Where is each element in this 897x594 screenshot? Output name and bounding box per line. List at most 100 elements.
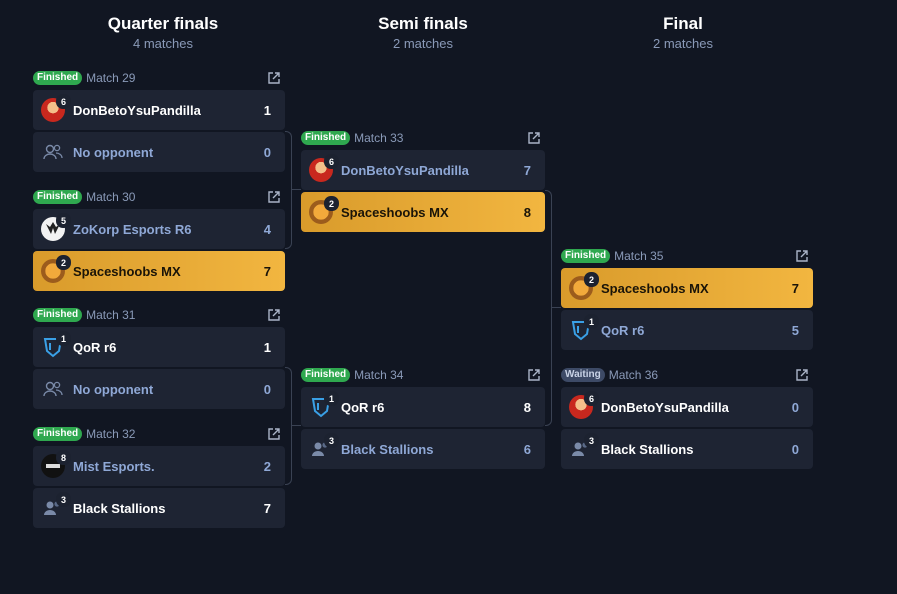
team-name: QoR r6 [601, 322, 645, 338]
column-header-semi-finals: Semi finals 2 matches [293, 14, 553, 51]
team-score: 7 [263, 263, 271, 279]
column-subtitle: 2 matches [653, 36, 713, 51]
team-logo: 5 [41, 213, 71, 241]
team-score: 8 [523, 399, 531, 415]
team-name: DonBetoYsuPandilla [341, 162, 469, 178]
seed-badge: 3 [584, 433, 599, 448]
team-name: Spaceshoobs MX [73, 263, 181, 279]
status-badge: Finished [33, 427, 83, 441]
bracket-connector [291, 189, 301, 190]
team-logo: 6 [309, 154, 339, 182]
match-card-33[interactable]: Finished Match 33 6 DonBetoYsuPandilla 7… [301, 128, 545, 232]
seed-badge: 3 [56, 492, 71, 507]
status-badge: Finished [33, 308, 83, 322]
status-badge: Finished [301, 131, 351, 145]
team-row[interactable]: 6 DonBetoYsuPandilla 0 [561, 387, 813, 427]
seed-badge: 5 [56, 213, 71, 228]
team-name: Spaceshoobs MX [601, 280, 709, 296]
external-link-icon[interactable] [267, 427, 281, 441]
users-icon [41, 140, 65, 164]
team-row[interactable]: No opponent 0 [33, 132, 285, 172]
seed-badge: 1 [324, 391, 339, 406]
match-card-30[interactable]: Finished Match 30 5 ZoKorp Esports R6 4 … [33, 187, 285, 291]
users-icon: 3 [41, 492, 71, 520]
team-name: QoR r6 [341, 399, 385, 415]
seed-badge: 8 [56, 450, 71, 465]
external-link-icon[interactable] [795, 368, 809, 382]
users-icon: 3 [309, 433, 339, 461]
external-link-icon[interactable] [267, 71, 281, 85]
team-row-winner[interactable]: 2 Spaceshoobs MX 8 [301, 192, 545, 232]
status-badge: Finished [561, 249, 611, 263]
match-label: Match 30 [86, 190, 136, 204]
match-card-29[interactable]: Finished Match 29 6 DonBetoYsuPandilla 1… [33, 68, 285, 172]
team-score: 5 [791, 322, 799, 338]
match-header: Finished Match 32 [33, 424, 285, 444]
external-link-icon[interactable] [527, 131, 541, 145]
team-score: 2 [263, 458, 271, 474]
team-row[interactable]: 3 Black Stallions 7 [33, 488, 285, 528]
match-card-32[interactable]: Finished Match 32 8 Mist Esports. 2 3 Bl… [33, 424, 285, 528]
external-link-icon[interactable] [267, 190, 281, 204]
match-header: Finished Match 35 [561, 246, 813, 266]
match-label: Match 34 [354, 368, 404, 382]
match-card-31[interactable]: Finished Match 31 1 QoR r6 1 No opponent… [33, 305, 285, 409]
team-name: Black Stallions [601, 441, 694, 457]
team-logo: 1 [309, 391, 339, 419]
team-row-winner[interactable]: 2 Spaceshoobs MX 7 [33, 251, 285, 291]
team-row[interactable]: 5 ZoKorp Esports R6 4 [33, 209, 285, 249]
team-score: 0 [791, 441, 799, 457]
external-link-icon[interactable] [795, 249, 809, 263]
team-logo: 1 [41, 331, 71, 359]
team-row[interactable]: 3 Black Stallions 0 [561, 429, 813, 469]
team-name: No opponent [73, 144, 154, 160]
team-logo: 6 [41, 94, 71, 122]
match-card-36[interactable]: Waiting Match 36 6 DonBetoYsuPandilla 0 … [561, 365, 813, 469]
match-header: Waiting Match 36 [561, 365, 813, 385]
team-row[interactable]: 8 Mist Esports. 2 [33, 446, 285, 486]
team-score: 8 [523, 204, 531, 220]
team-name: ZoKorp Esports R6 [73, 221, 192, 237]
team-name: Mist Esports. [73, 458, 155, 474]
match-label: Match 33 [354, 131, 404, 145]
column-title: Quarter finals [107, 14, 219, 33]
team-row-winner[interactable]: 2 Spaceshoobs MX 7 [561, 268, 813, 308]
team-logo: 2 [569, 272, 599, 300]
team-row[interactable]: 1 QoR r6 1 [33, 327, 285, 367]
match-label: Match 32 [86, 427, 136, 441]
bracket-connector [551, 307, 561, 308]
team-row[interactable]: 3 Black Stallions 6 [301, 429, 545, 469]
status-badge: Finished [33, 71, 83, 85]
team-logo: 2 [41, 255, 71, 283]
match-card-35[interactable]: Finished Match 35 2 Spaceshoobs MX 7 1 Q… [561, 246, 813, 350]
status-badge: Waiting [561, 368, 605, 382]
column-subtitle: 2 matches [393, 36, 453, 51]
match-card-34[interactable]: Finished Match 34 1 QoR r6 8 3 Black Sta… [301, 365, 545, 469]
match-label: Match 31 [86, 308, 136, 322]
team-row[interactable]: 1 QoR r6 8 [301, 387, 545, 427]
team-logo: 1 [569, 314, 599, 342]
team-row[interactable]: 6 DonBetoYsuPandilla 7 [301, 150, 545, 190]
team-row[interactable]: 6 DonBetoYsuPandilla 1 [33, 90, 285, 130]
team-row[interactable]: No opponent 0 [33, 369, 285, 409]
team-name: DonBetoYsuPandilla [73, 102, 201, 118]
team-row[interactable]: 1 QoR r6 5 [561, 310, 813, 350]
external-link-icon[interactable] [527, 368, 541, 382]
team-name: No opponent [73, 381, 154, 397]
match-header: Finished Match 34 [301, 365, 545, 385]
team-score: 7 [263, 500, 271, 516]
team-score: 4 [263, 221, 271, 237]
column-title: Semi finals [378, 14, 468, 33]
external-link-icon[interactable] [267, 308, 281, 322]
seed-badge: 6 [56, 94, 71, 109]
team-name: DonBetoYsuPandilla [601, 399, 729, 415]
seed-badge: 6 [584, 391, 599, 406]
team-score: 0 [263, 144, 271, 160]
match-header: Finished Match 30 [33, 187, 285, 207]
users-icon: 3 [569, 433, 599, 461]
bracket-connector [285, 131, 292, 249]
match-label: Match 36 [608, 368, 659, 382]
team-name: Spaceshoobs MX [341, 204, 449, 220]
column-header-quarter-finals: Quarter finals 4 matches [33, 14, 293, 51]
match-header: Finished Match 31 [33, 305, 285, 325]
